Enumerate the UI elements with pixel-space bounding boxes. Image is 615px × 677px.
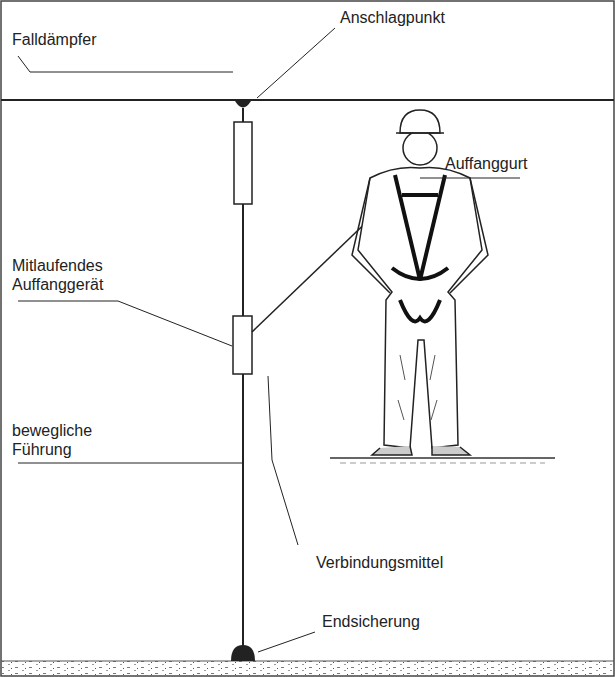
platform-shade — [340, 463, 545, 464]
part-label: Endsicherung — [322, 612, 420, 631]
part-label: Falldämpfer — [12, 30, 96, 49]
fall-arrester — [233, 316, 252, 374]
energy-absorber — [234, 122, 252, 204]
ground-texture — [2, 661, 613, 676]
ceiling — [1, 99, 614, 101]
harness — [392, 175, 448, 321]
coverall-folds — [398, 355, 437, 420]
floor — [1, 660, 614, 661]
part-label: Verbindungsmittel — [316, 553, 443, 572]
anchor-point — [235, 101, 251, 108]
end-stop — [231, 645, 255, 661]
part-label: Mitlaufendes Auffanggerät — [12, 256, 152, 294]
part-label: Anschlagpunkt — [340, 8, 445, 27]
leader-lines — [18, 28, 520, 652]
platform — [330, 457, 555, 459]
part-label: bewegliche Führung — [12, 421, 152, 459]
part-label: Auffanggurt — [445, 154, 527, 173]
